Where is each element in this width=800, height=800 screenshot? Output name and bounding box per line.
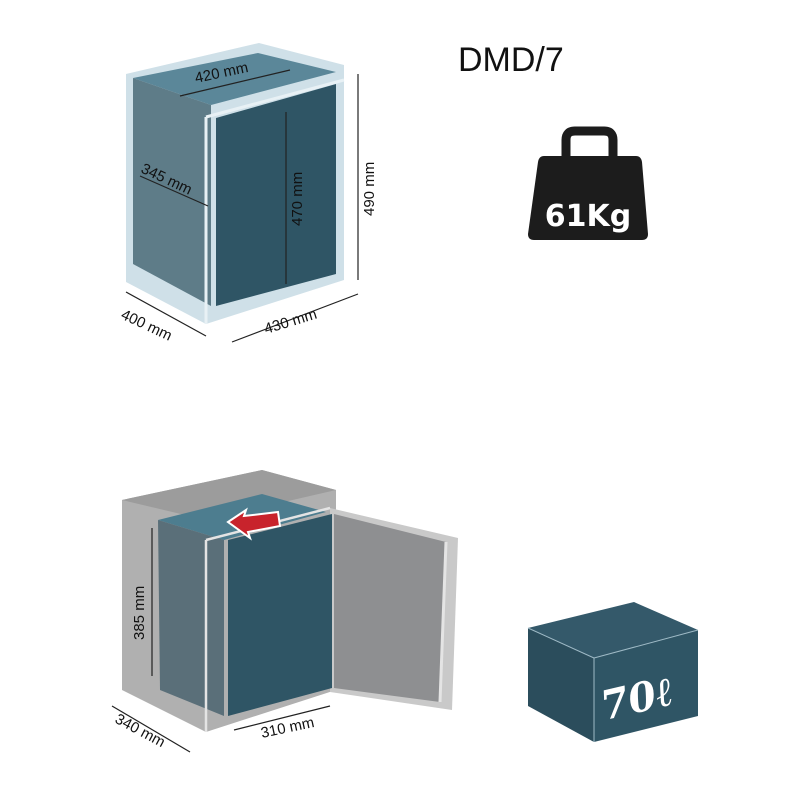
safe-top-face [133,53,336,105]
volume-box-side [528,628,594,742]
internal-dimension-lines [111,528,331,753]
weight-icon: 61Kg [528,126,648,240]
interior-side [158,520,224,716]
label-internal-height: 385 mm [131,586,148,640]
dim-line-width-top [179,69,291,97]
highlight-edge [205,78,345,119]
safe-front-face [216,84,336,306]
interior-front [228,514,332,716]
door-panel [334,514,446,702]
weight-handle [561,126,618,156]
model-title: DMD/7 [458,41,564,79]
cabinet-top [122,470,336,520]
weight-body [528,156,648,240]
dim-line-width-base [231,293,359,343]
highlight-edge [593,629,699,659]
volume-box-front [594,630,698,742]
safe-side-face [133,78,211,306]
dim-line-depth [111,705,191,753]
external-safe-illustration [126,43,345,324]
weight-label: 61Kg [545,199,631,234]
label-internal-depth: 340 mm [112,711,168,751]
volume-box-top [528,602,698,658]
external-dimension-lines [125,69,359,343]
door-edge [438,541,448,703]
volume-box-icon: 70ℓ [527,602,699,742]
dim-line-depth-base [125,291,207,337]
arrow-icon [226,507,282,541]
dim-line-depth-side [139,175,209,207]
dim-line-width [233,705,331,731]
label-width-base: 430 mm [262,306,319,338]
label-height-inner: 470 mm [289,172,306,226]
label-depth-base: 400 mm [118,306,174,344]
highlight-edge [527,627,595,659]
label-internal-width: 310 mm [259,714,316,742]
label-height-total: 490 mm [361,162,378,216]
internal-safe-illustration [122,470,458,732]
